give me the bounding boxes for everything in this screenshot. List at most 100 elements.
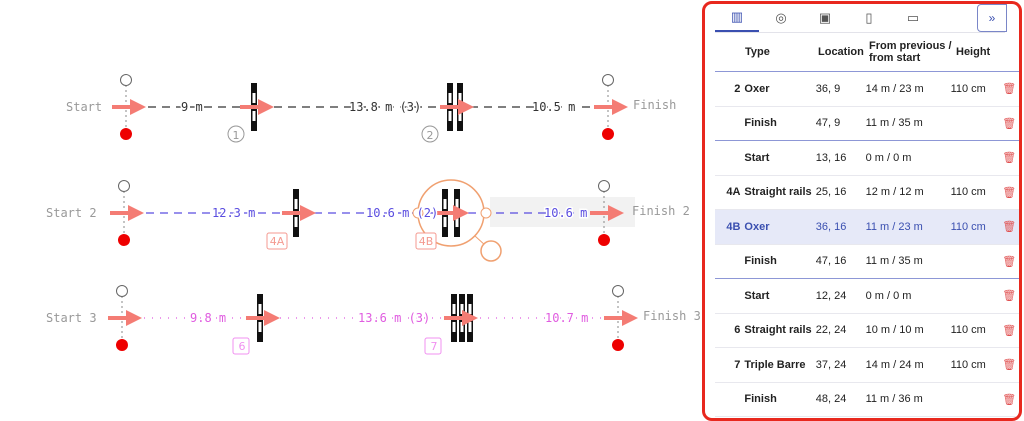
header-type: Type — [745, 46, 770, 58]
cell-from: 12 m / 12 m — [865, 186, 924, 199]
header-from: From previous / from start — [869, 40, 952, 64]
trash-icon[interactable]: 🗑 — [1002, 324, 1017, 337]
distance-label: 13.6 m (3) — [358, 311, 430, 325]
distance-label: 12.3 m — [212, 206, 255, 220]
cell-num: 2 — [734, 82, 741, 95]
jump-number: 4A — [270, 235, 285, 248]
start-top-marker[interactable] — [120, 74, 132, 86]
jump-number-badge — [227, 125, 245, 143]
cell-from: 11 m / 36 m — [865, 393, 923, 406]
trash-icon[interactable]: 🗑 — [1002, 255, 1017, 268]
start-top-marker[interactable] — [116, 285, 128, 297]
finish-top-marker[interactable] — [612, 285, 624, 297]
cell-from: 11 m / 23 m — [865, 220, 923, 233]
side-panel: ▥ ◎ ▣ ▯ ▭ » Type Location From previous … — [702, 1, 1022, 421]
trash-icon[interactable]: 🗑 — [1002, 117, 1017, 130]
resize-handle[interactable] — [412, 207, 424, 219]
cell-type: Straight rails — [744, 324, 812, 337]
map-icon[interactable]: ▥ — [715, 4, 759, 32]
header-height: Height — [956, 46, 991, 58]
rail-stripe — [452, 322, 456, 332]
finish-label: Finish — [633, 98, 676, 112]
trash-icon[interactable]: 🗑 — [1002, 83, 1017, 96]
cell-from: 10 m / 10 m — [865, 324, 924, 337]
finish-top-marker[interactable] — [602, 74, 614, 86]
cell-num: 4B — [726, 220, 741, 233]
cell-location: 47, 9 — [815, 117, 841, 130]
jump-number: 4B — [419, 235, 434, 248]
cell-location: 25, 16 — [815, 186, 847, 199]
start-top-marker[interactable] — [118, 180, 130, 192]
distance-label: 9.8 m — [190, 311, 226, 325]
header-location: Location — [818, 46, 864, 58]
rail-stripe — [460, 322, 464, 332]
trash-icon[interactable]: 🗑 — [1002, 393, 1017, 406]
finish-bottom-marker[interactable] — [612, 339, 624, 351]
cell-num: 6 — [734, 324, 741, 337]
cell-type: Finish — [744, 117, 777, 130]
cell-location: 12, 24 — [815, 289, 847, 302]
cell-height: 110 cm — [950, 220, 986, 233]
rotate-handle[interactable] — [480, 240, 502, 262]
document-icon[interactable]: ▯ — [865, 10, 873, 25]
finish-label: Finish 2 — [632, 204, 690, 218]
rail-stripe — [458, 93, 462, 103]
jump-number: 1 — [233, 129, 240, 142]
rail-stripe — [455, 199, 459, 209]
distance-label: 13.8 m (3) — [349, 100, 421, 114]
table-row[interactable]: Finish 48, 24 11 m / 36 m 🗑 — [715, 383, 1019, 417]
rail-stripe — [443, 199, 447, 209]
trash-icon[interactable]: 🗑 — [1002, 290, 1017, 303]
cell-num: 7 — [734, 358, 741, 371]
cell-location: 47, 16 — [815, 255, 847, 268]
cell-from: 11 m / 35 m — [865, 255, 923, 268]
start-label: Start 2 — [46, 206, 97, 220]
jump-number: 7 — [431, 340, 438, 353]
trash-icon[interactable]: 🗑 — [1002, 186, 1017, 199]
cell-from: 0 m / 0 m — [865, 289, 912, 302]
trash-icon[interactable]: 🗑 — [1002, 152, 1017, 165]
image-icon[interactable]: ▭ — [906, 10, 920, 25]
cell-location: 37, 24 — [815, 358, 847, 371]
cell-location: 13, 16 — [815, 151, 847, 164]
rail-stripe — [455, 217, 459, 227]
jump-number: 2 — [427, 129, 434, 142]
start-bottom-marker[interactable] — [116, 339, 128, 351]
distance-label: 10.5 m — [532, 100, 575, 114]
rail-stripe — [448, 93, 452, 103]
resize-handle[interactable] — [480, 207, 492, 219]
finish-bottom-marker[interactable] — [602, 128, 614, 140]
table-row[interactable]: Finish 47, 16 11 m / 35 m 🗑 — [715, 245, 1019, 279]
finish-top-marker[interactable] — [598, 180, 610, 192]
rail-stripe — [252, 111, 256, 121]
start-bottom-marker[interactable] — [118, 234, 130, 246]
cell-type: Finish — [744, 393, 777, 406]
rail-stripe — [448, 111, 452, 121]
trash-icon[interactable]: 🗑 — [1002, 359, 1017, 372]
trash-icon[interactable]: 🗑 — [1002, 221, 1017, 234]
jump-number: 6 — [239, 340, 246, 353]
cell-type: Finish — [744, 255, 777, 268]
cell-type: Oxer — [744, 220, 770, 233]
rail-stripe — [443, 217, 447, 227]
expand-panel-button[interactable]: » — [977, 4, 1007, 32]
photo-box-icon[interactable]: ▣ — [818, 10, 832, 25]
cell-height: 110 cm — [950, 358, 986, 371]
rail-stripe — [294, 199, 298, 209]
cell-height: 110 cm — [950, 324, 986, 337]
target-icon[interactable]: ◎ — [775, 10, 787, 25]
cell-location: 48, 24 — [815, 393, 847, 406]
jump-number-badge — [424, 337, 442, 355]
rail-stripe — [294, 217, 298, 227]
finish-bottom-marker[interactable] — [598, 234, 610, 246]
start-bottom-marker[interactable] — [120, 128, 132, 140]
